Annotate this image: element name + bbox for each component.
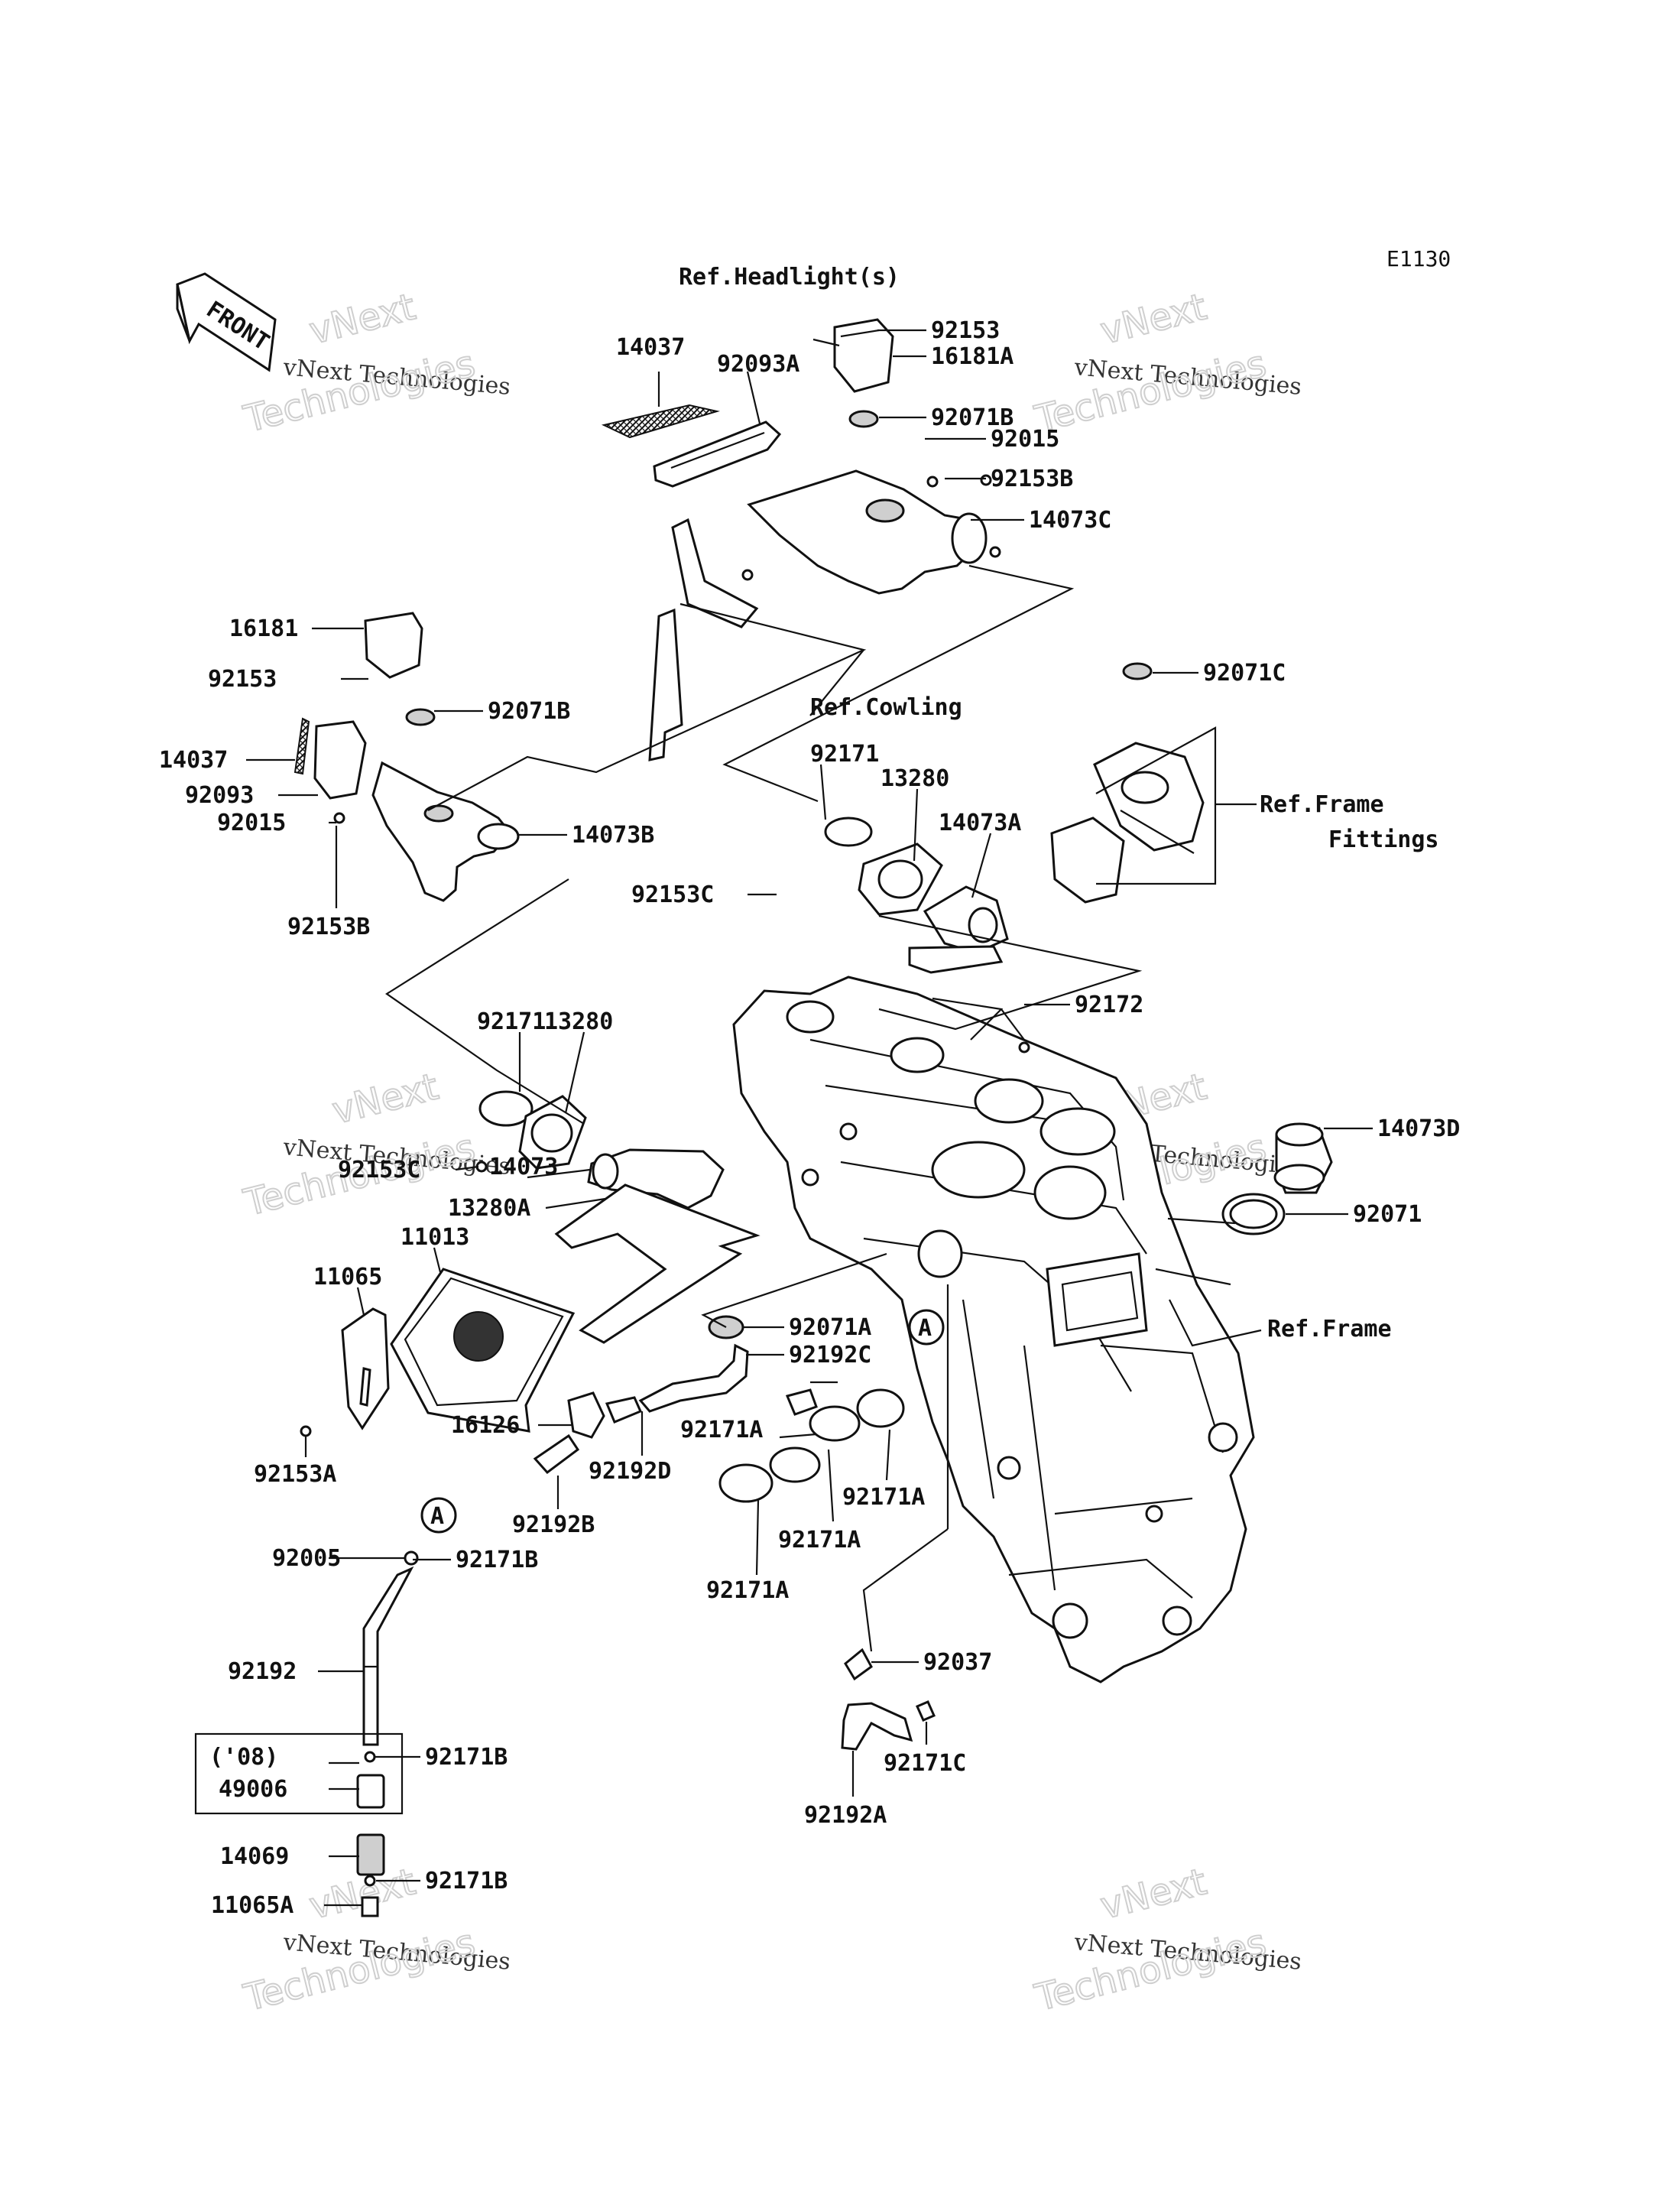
callout-92192D: 92192D xyxy=(589,1458,671,1485)
callout-14073B: 14073B xyxy=(572,822,654,849)
callout-11065A: 11065A xyxy=(211,1892,294,1919)
callout-92153B-top: 92153B xyxy=(991,466,1073,492)
ref-frame: Ref.Frame xyxy=(1267,1316,1392,1343)
callout-92192: 92192 xyxy=(228,1658,297,1685)
callout-92071: 92071 xyxy=(1353,1201,1422,1228)
main-frame xyxy=(732,976,1255,1683)
intake-14073A-assembly xyxy=(824,662,1205,974)
callout-92037: 92037 xyxy=(923,1649,992,1676)
callout-14073A: 14073A xyxy=(939,810,1021,836)
callout-92171A-1: 92171A xyxy=(680,1417,763,1443)
callout-92153A: 92153A xyxy=(254,1461,336,1488)
intake-14073-assembly xyxy=(475,1090,725,1209)
svg-text:Technologies: Technologies xyxy=(1030,343,1270,441)
marker-A-left: A xyxy=(430,1503,444,1530)
callout-92192C: 92192C xyxy=(789,1342,871,1368)
callout-92171A-2: 92171A xyxy=(842,1484,925,1511)
callout-13280-left: 13280 xyxy=(544,1008,613,1035)
svg-text:vNext: vNext xyxy=(1096,1860,1211,1927)
leader-lines xyxy=(246,329,1373,1907)
callout-14037-left: 14037 xyxy=(159,747,228,774)
callout-16126: 16126 xyxy=(451,1412,520,1439)
callout-13280-right: 13280 xyxy=(881,765,949,792)
guide-lines xyxy=(385,564,1262,1652)
callout-92172: 92172 xyxy=(1075,992,1143,1018)
callout-92171B-2: 92171B xyxy=(425,1744,508,1771)
duct-14073B-assembly xyxy=(294,612,520,902)
callout-92153C-right: 92153C xyxy=(631,881,714,908)
hose-assembly-middle xyxy=(533,1315,905,1503)
callout-92071B-top: 92071B xyxy=(931,404,1014,431)
callout-92171-right: 92171 xyxy=(810,741,879,768)
callout-11065: 11065 xyxy=(313,1264,382,1291)
svg-text:Technologies: Technologies xyxy=(239,343,479,441)
callout-92153-left: 92153 xyxy=(208,666,277,693)
ref-frame-fittings-1: Ref.Frame xyxy=(1260,791,1384,818)
callout-14073: 14073 xyxy=(489,1154,558,1180)
callout-92171B-1: 92171B xyxy=(456,1547,538,1573)
watermark-bottom-right: vNext vNext Technologies Technologies xyxy=(1030,1859,1302,2021)
callout-11013: 11013 xyxy=(401,1224,469,1251)
watermark-top-right: vNext vNext Technologies Technologies xyxy=(1030,284,1302,442)
ref-headlights: Ref.Headlight(s) xyxy=(679,264,900,291)
ref-cowling: Ref.Cowling xyxy=(810,694,962,721)
callout-92093: 92093 xyxy=(185,782,254,809)
callout-92171C: 92171C xyxy=(884,1750,966,1777)
callout-92171A-3: 92171A xyxy=(778,1527,861,1554)
callout-92171B-3: 92171B xyxy=(425,1868,508,1894)
callout-92153C-left: 92153C xyxy=(338,1157,420,1183)
callout-92192B: 92192B xyxy=(512,1511,595,1538)
callout-49006: 49006 xyxy=(219,1776,287,1803)
callout-labels: 92153 16181A 14037 92093A 92071B 92015 9… xyxy=(159,317,1460,1919)
callout-14037-top: 14037 xyxy=(616,334,685,361)
callout-08: ('08) xyxy=(209,1744,278,1771)
front-direction-badge: FRONT xyxy=(176,272,277,372)
callout-92093A: 92093A xyxy=(717,351,799,378)
callout-92071B-left: 92071B xyxy=(488,698,570,725)
svg-text:vNext: vNext xyxy=(328,1065,443,1132)
duct-14073C-assembly xyxy=(601,318,1001,761)
callout-92015-top: 92015 xyxy=(991,426,1059,453)
callout-92153-top: 92153 xyxy=(931,317,1000,344)
svg-text:vNext: vNext xyxy=(1096,285,1211,352)
callout-14069: 14069 xyxy=(220,1843,289,1870)
ref-frame-fittings-2: Fittings xyxy=(1328,826,1439,853)
hose-assembly-left: A A xyxy=(194,1309,945,1917)
callout-13280A: 13280A xyxy=(448,1195,530,1222)
airbox-filter-assembly xyxy=(300,1183,761,1437)
callout-16181: 16181 xyxy=(229,615,298,642)
watermark-top-left: vNext vNext Technologies Technologies xyxy=(238,284,511,442)
callout-92171-left: 92171 xyxy=(477,1008,546,1035)
intake-14073D-assembly xyxy=(1221,1122,1333,1235)
callout-92005: 92005 xyxy=(272,1545,341,1572)
callout-92192A: 92192A xyxy=(804,1802,887,1829)
diagram-code: E1130 xyxy=(1386,246,1451,271)
callout-92071A: 92071A xyxy=(789,1314,871,1341)
callout-92153B-left: 92153B xyxy=(287,914,370,940)
callout-92015-left: 92015 xyxy=(217,810,286,836)
callout-92171A-4: 92171A xyxy=(706,1577,789,1604)
marker-A-right: A xyxy=(918,1315,932,1342)
callout-16181A: 16181A xyxy=(931,343,1014,370)
callout-14073C: 14073C xyxy=(1029,507,1111,534)
callout-92071C: 92071C xyxy=(1203,660,1286,687)
svg-text:vNext: vNext xyxy=(305,285,420,352)
callout-14073D: 14073D xyxy=(1377,1115,1460,1142)
